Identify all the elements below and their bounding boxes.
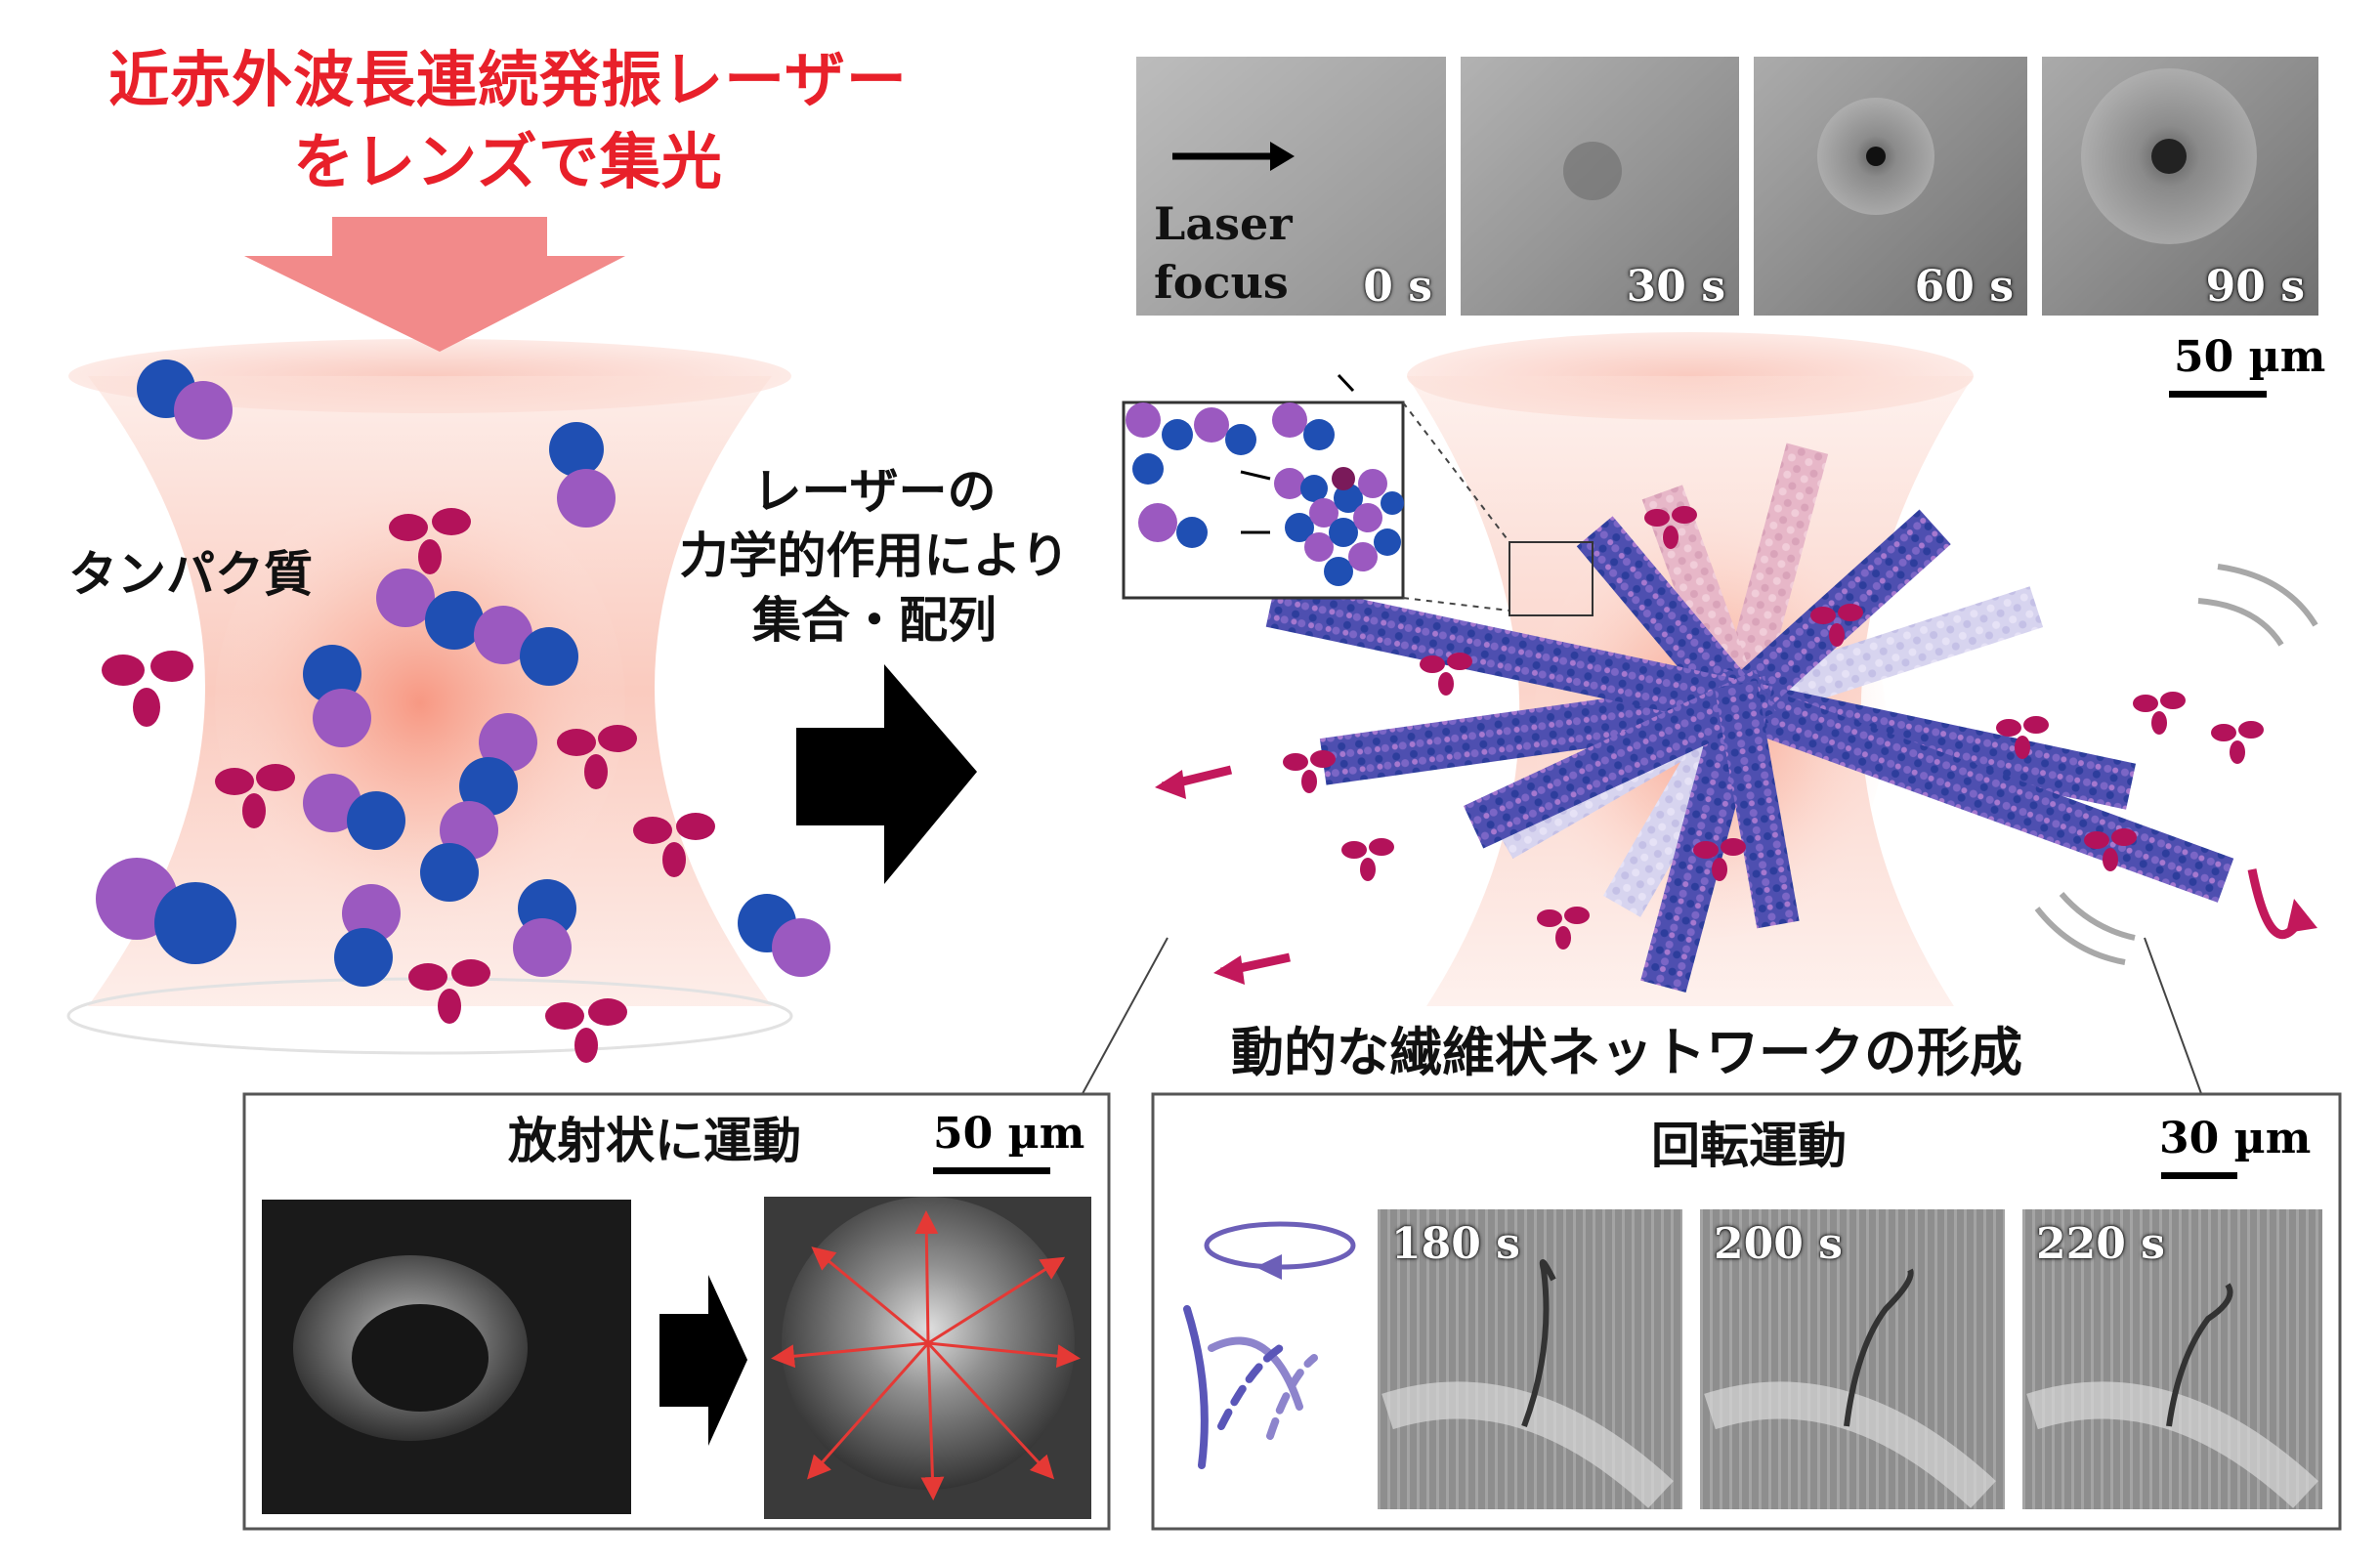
rotation-panel-art	[1151, 1092, 2342, 1531]
mechanism-line-3: 集合・配列	[752, 592, 997, 649]
rotation-scale-label: 30 µm	[2159, 1114, 2312, 1163]
micrograph-30s: 30 s	[1461, 57, 1739, 316]
vibration-lines	[2034, 564, 2318, 965]
rotation-time-2: 220 s	[2036, 1219, 2165, 1269]
micrograph-200s: 200 s	[1700, 1209, 2005, 1509]
rotation-motion-label: 回転運動	[1651, 1118, 1847, 1174]
mechanism-line-2: 力学的作用により	[679, 528, 1070, 584]
laser-label-line-2: focus	[1154, 256, 1289, 309]
rotation-scale-bar	[2161, 1172, 2237, 1179]
network-antibodies	[1283, 506, 2264, 950]
zoom-inset	[1122, 373, 1594, 616]
radial-scale-label: 50 µm	[933, 1109, 1085, 1159]
down-arrow	[244, 217, 625, 352]
radial-motion-label: 放射状に運動	[508, 1113, 801, 1169]
laser-focus-label: Laser focus	[1154, 194, 1293, 312]
protein-pairs	[96, 359, 830, 987]
top-scale-label: 50 µm	[2174, 332, 2326, 382]
mechanism-text: レーザーの 力学的作用により 集合・配列	[625, 459, 1124, 653]
network-formation-label: 動的な繊維状ネットワークの形成	[1231, 1022, 2022, 1083]
micrograph-180s: 180 s	[1378, 1209, 1682, 1509]
top-scale-bar	[2169, 391, 2267, 398]
top-micrographs	[1136, 57, 2318, 316]
motion-arrows	[1155, 765, 2317, 985]
header-title: 近赤外波長連続発振レーザー をレンズで集光	[68, 39, 948, 203]
radial-panel-art	[242, 1092, 1111, 1531]
mechanism-line-1: レーザーの	[752, 463, 997, 520]
rotation-time-0: 180 s	[1391, 1219, 1520, 1269]
laser-label-line-1: Laser	[1154, 197, 1293, 250]
process-arrow	[796, 664, 977, 884]
header-line-2: をレンズで集光	[293, 126, 723, 197]
header-line-1: 近赤外波長連続発振レーザー	[108, 44, 908, 115]
micrograph-90s: 90 s	[2042, 57, 2318, 316]
time-label-0: 0 s	[1363, 262, 1432, 312]
micrograph-0s: Laser focus 0 s	[1136, 57, 1446, 316]
radial-scale-bar	[933, 1167, 1050, 1174]
protein-label: タンパク質	[68, 546, 313, 603]
time-label-3: 90 s	[2205, 262, 2305, 312]
time-label-1: 30 s	[1626, 262, 1725, 312]
micrograph-220s: 220 s	[2022, 1209, 2322, 1509]
time-label-2: 60 s	[1914, 262, 2014, 312]
rotation-time-1: 200 s	[1714, 1219, 1843, 1269]
callout-line-right	[2144, 937, 2204, 1100]
antibody-shapes	[102, 508, 715, 1063]
callout-line-left	[1079, 937, 1169, 1100]
micrograph-60s: 60 s	[1754, 57, 2027, 316]
